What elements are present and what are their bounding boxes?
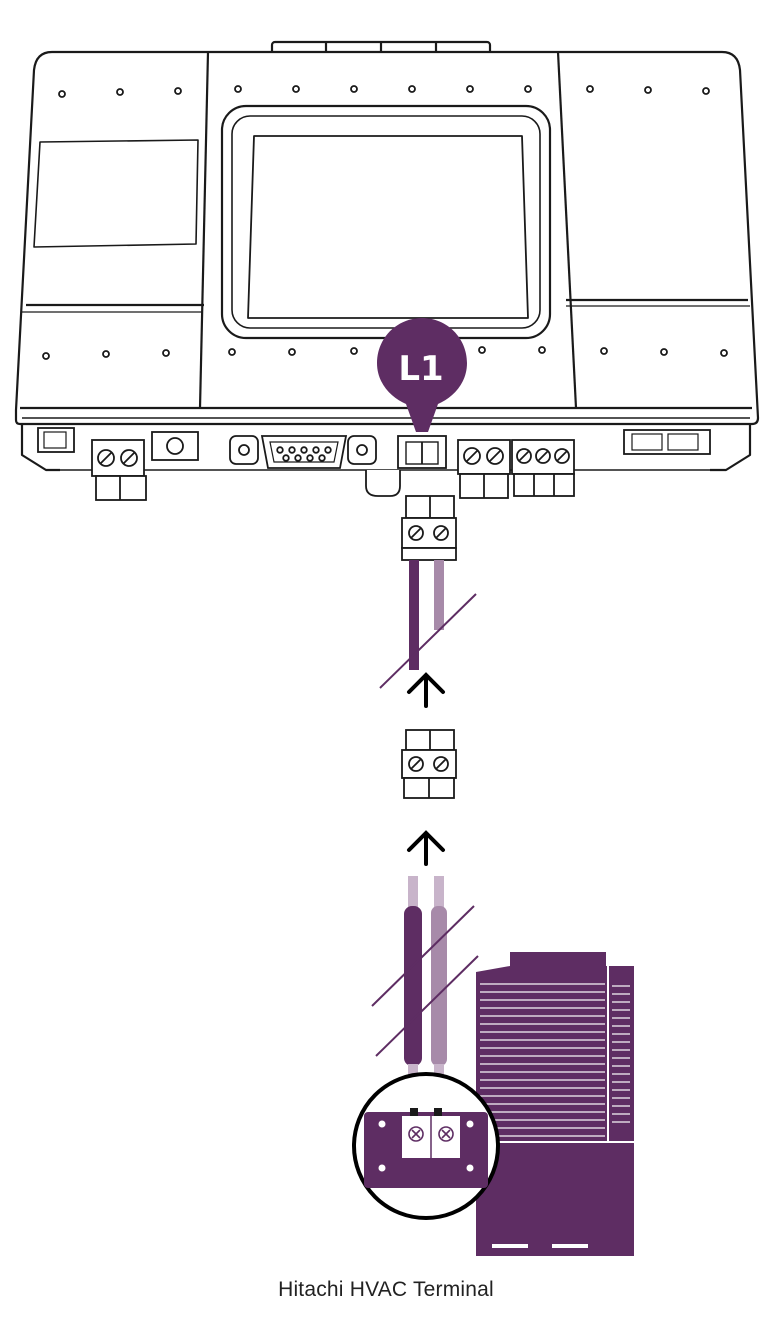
cable-break-mark bbox=[379, 593, 477, 689]
controller-device-icon bbox=[14, 40, 760, 472]
hvac-outdoor-unit-icon bbox=[476, 952, 634, 1256]
terminal-screw-icon bbox=[408, 1126, 454, 1142]
cable-upper bbox=[409, 560, 444, 670]
hvac-terminal-caption: Hitachi HVAC Terminal bbox=[278, 1278, 494, 1301]
arrow-up-icon bbox=[407, 672, 445, 708]
screw-dots bbox=[42, 85, 728, 360]
cable-break-mark bbox=[371, 905, 479, 1057]
l1-label: L1 bbox=[398, 349, 443, 389]
terminal-block-icon bbox=[401, 495, 457, 561]
terminal-block-icon bbox=[401, 729, 457, 799]
device-ports bbox=[37, 427, 711, 501]
l1-connection-badge: L1 bbox=[377, 318, 467, 432]
hvac-terminal-detail bbox=[352, 1072, 500, 1220]
arrow-up-icon bbox=[407, 830, 445, 866]
